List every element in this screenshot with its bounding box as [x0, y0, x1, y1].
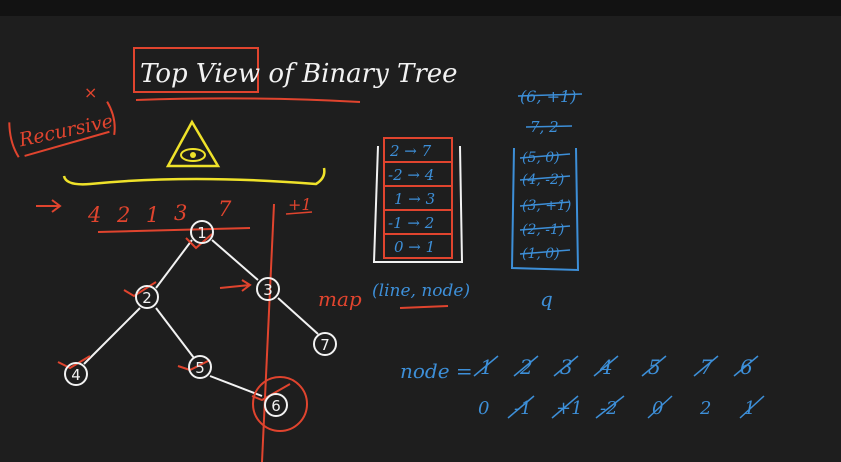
map-caption: (line, node)	[372, 281, 470, 301]
line-row-value: 0	[478, 398, 489, 419]
node-row-value: 6	[740, 355, 753, 379]
tree-node: 1	[190, 220, 214, 244]
map-entry: -1 → 2	[383, 209, 453, 235]
node-row-value: 1	[480, 355, 493, 379]
queue-label: q	[540, 287, 553, 311]
svg-text:-2 → 4: -2 → 4	[388, 166, 434, 184]
line-row-value: -1	[514, 398, 532, 419]
tree-node: 5	[188, 355, 212, 379]
map-entry: 2 → 7	[383, 137, 453, 163]
svg-text:-1 → 2: -1 → 2	[388, 214, 434, 232]
map-container	[372, 145, 464, 263]
strike	[525, 125, 573, 128]
tree-node: 3	[256, 277, 280, 301]
arrow-icon	[36, 199, 62, 213]
arrow-icon	[219, 279, 252, 292]
node-label: 3	[263, 281, 273, 299]
top-bar	[0, 0, 841, 16]
visited-marks	[57, 233, 291, 402]
svg-text:(4, -2): (4, -2)	[522, 172, 564, 188]
map-entry: 1 → 3	[383, 185, 453, 211]
recursive-label: Recursive	[16, 110, 115, 152]
recursive-note: Recursive	[8, 101, 116, 158]
title-box	[133, 47, 259, 93]
drawing-canvas: Top View of Binary Tree Recursive × 4 2 …	[8, 47, 765, 462]
node-row-value: 3	[560, 355, 573, 379]
node-row: 1 2 3 4 5 7 6	[480, 355, 753, 379]
map-label: map	[318, 287, 362, 311]
svg-text:2 → 7: 2 → 7	[389, 142, 432, 160]
queue-container	[510, 147, 580, 272]
recursive-parens	[8, 101, 116, 158]
caption-underline	[399, 305, 449, 309]
line-row-strikes	[507, 395, 765, 419]
page-title: Top View of Binary Tree	[140, 59, 458, 89]
node-label: 6	[271, 397, 281, 415]
svg-text:(2, -1): (2, -1)	[522, 222, 564, 238]
recursive-cross: ×	[84, 83, 97, 102]
eye-icon	[165, 119, 221, 168]
queue-entry: (2, -1)	[519, 222, 571, 238]
node-row-label: node =	[400, 359, 473, 383]
svg-text:(3, +1): (3, +1)	[522, 198, 571, 214]
node-label: 5	[195, 359, 205, 377]
node-label: 1	[197, 224, 207, 242]
svg-text:1 → 3: 1 → 3	[394, 190, 435, 208]
node-row-strikes	[473, 355, 759, 377]
sequence-item: 3	[174, 201, 187, 225]
node-row-value: 7	[700, 355, 713, 379]
queue-entry: (3, +1)	[519, 198, 571, 214]
queue-top-item: (6, +1)	[520, 87, 576, 106]
tree-node: 7	[313, 332, 337, 356]
sequence-item: 7	[218, 197, 232, 221]
sequence-underline	[97, 227, 251, 233]
node-label: 2	[142, 289, 152, 307]
title-underline	[135, 97, 361, 103]
svg-text:(5, 0): (5, 0)	[522, 150, 560, 166]
line-row-value: +1	[556, 398, 583, 419]
sequence-item: 2	[116, 203, 130, 227]
node-row-value: 5	[648, 355, 661, 379]
tree-node: 2	[135, 285, 159, 309]
vertical-line	[261, 203, 275, 462]
tree-node: 4	[64, 362, 88, 386]
node-label: 4	[71, 366, 81, 384]
line-row-value: 2	[699, 398, 711, 419]
tree-edges	[83, 239, 319, 397]
map-entry: 0 → 1	[383, 233, 453, 259]
svg-text:(1, 0): (1, 0)	[522, 246, 560, 262]
svg-text:0 → 1: 0 → 1	[394, 238, 435, 256]
queue-entry: (1, 0)	[519, 246, 571, 262]
vertical-line-label: +1	[288, 195, 312, 214]
queue-entry: (5, 0)	[519, 150, 571, 166]
sequence-item: 1	[146, 203, 159, 227]
sequence-item: 4	[87, 203, 101, 227]
map-entry: -2 → 4	[383, 161, 453, 187]
node-label: 7	[320, 336, 330, 354]
view-brace	[62, 167, 326, 186]
strike	[517, 93, 583, 97]
recursive-underline	[24, 130, 110, 157]
label-underline	[285, 211, 313, 215]
tree-node: 6	[252, 376, 308, 432]
queue-entry: (4, -2)	[519, 172, 571, 188]
